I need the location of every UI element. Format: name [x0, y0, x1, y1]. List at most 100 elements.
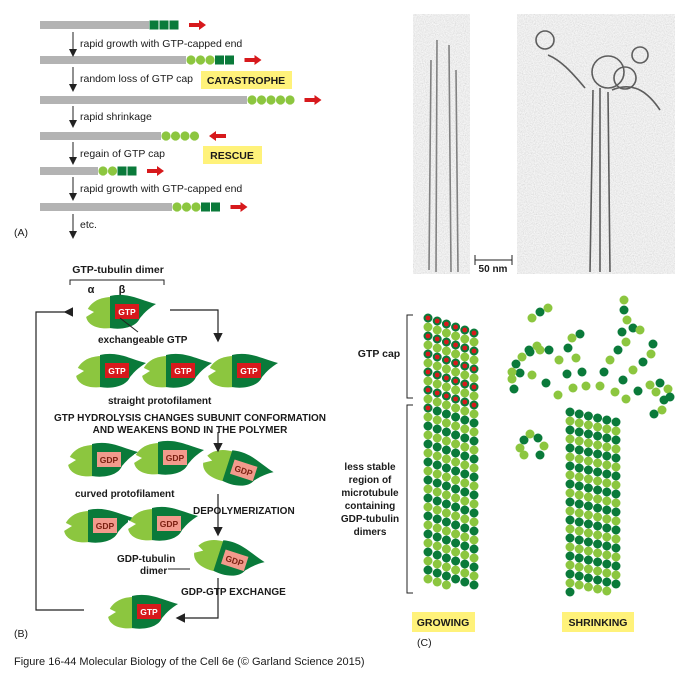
peeling-subunit — [569, 384, 578, 393]
tubulin-subunit — [460, 353, 469, 362]
gtp-cap-dot — [426, 406, 431, 411]
tubulin-subunit — [460, 407, 469, 416]
peeling-subunit — [647, 350, 656, 359]
tubulin-subunit — [612, 544, 621, 553]
tubulin-subunit — [451, 449, 460, 458]
tubulin-subunit — [433, 560, 442, 569]
step-growth-label: rapid growth with GTP-capped end — [80, 38, 242, 50]
gtp-cap-label: GTP cap — [358, 348, 400, 360]
tubulin-subunit — [602, 443, 611, 452]
tubulin-subunit — [470, 464, 479, 473]
tubulin-subunit — [470, 428, 479, 437]
free-subunit — [652, 388, 661, 397]
tubulin-subunit — [433, 497, 442, 506]
tubulin-subunit — [442, 383, 451, 392]
tubulin-subunit — [460, 335, 469, 344]
tubulin-subunit — [602, 578, 611, 587]
depolymerization-label: DEPOLYMERIZATION — [193, 506, 295, 517]
gtp-label: GTP — [140, 607, 158, 617]
tubulin-subunit — [460, 578, 469, 587]
tubulin-subunit — [602, 524, 611, 533]
straight-protofilament-label: straight protofilament — [108, 396, 212, 407]
tubulin-subunit — [470, 500, 479, 509]
tubulin-subunit — [470, 374, 479, 383]
tubulin-subunit — [451, 485, 460, 494]
tubulin-subunit — [602, 497, 611, 506]
gtp-cap-dot — [462, 382, 467, 387]
tubulin-subunit — [575, 536, 584, 545]
region-label-line3: microtubule — [341, 488, 399, 499]
growing-microtubule — [424, 314, 479, 590]
tubulin-subunit — [602, 425, 611, 434]
tubulin-subunit — [451, 503, 460, 512]
tubulin-subunit — [442, 536, 451, 545]
peeling-subunit — [619, 376, 628, 385]
growing-label: GROWING — [417, 617, 470, 629]
tubulin-subunit — [593, 549, 602, 558]
free-subunit — [526, 430, 535, 439]
tubulin-subunit — [460, 488, 469, 497]
peeling-subunit — [555, 356, 564, 365]
gtp-cap-dot — [435, 355, 440, 360]
gtp-label: GTP — [108, 366, 126, 376]
gdp-subunit — [171, 131, 180, 140]
tubulin-subunit — [433, 479, 442, 488]
shrinking-microtubule — [508, 296, 675, 597]
tubulin-subunit — [442, 491, 451, 500]
catastrophe-label: CATASTROPHE — [207, 75, 285, 87]
tubulin-subunit — [424, 539, 433, 548]
tubulin-subunit — [470, 563, 479, 572]
tubulin-subunit — [470, 491, 479, 500]
tubulin-subunit — [612, 571, 621, 580]
gtp-cap-dot — [426, 316, 431, 321]
tubulin-subunit — [575, 545, 584, 554]
tubulin-subunit — [593, 414, 602, 423]
tubulin-subunit — [584, 439, 593, 448]
tubulin-subunit — [566, 453, 575, 462]
gdp-subunit — [285, 95, 294, 104]
tubulin-subunit — [470, 455, 479, 464]
panel-c-label: (C) — [417, 637, 432, 649]
tubulin-subunit — [584, 493, 593, 502]
microtubule-lattice — [40, 21, 149, 29]
tubulin-subunit — [593, 468, 602, 477]
beta-label: β — [119, 284, 126, 296]
tubulin-subunit — [470, 518, 479, 527]
tubulin-subunit — [470, 536, 479, 545]
tubulin-subunit — [442, 527, 451, 536]
tubulin-subunit — [575, 473, 584, 482]
tubulin-dimer: GDP — [134, 441, 204, 475]
tubulin-subunit — [433, 434, 442, 443]
tubulin-subunit — [451, 458, 460, 467]
tubulin-subunit — [584, 529, 593, 538]
tubulin-subunit — [612, 526, 621, 535]
tubulin-dimer: GDP — [128, 507, 198, 541]
gtp-cap-dot — [426, 388, 431, 393]
figure-caption: Figure 16-44 Molecular Biology of the Ce… — [14, 656, 365, 668]
peeling-subunit — [606, 356, 615, 365]
tubulin-subunit — [424, 512, 433, 521]
tubulin-subunit — [433, 344, 442, 353]
tubulin-subunit — [602, 587, 611, 596]
tubulin-subunit — [470, 581, 479, 590]
tubulin-subunit — [451, 566, 460, 575]
tubulin-subunit — [602, 551, 611, 560]
gtp-cap-dot — [462, 328, 467, 333]
tubulin-subunit — [602, 488, 611, 497]
peeling-subunit — [576, 330, 585, 339]
hydrolysis-label-line1: GTP HYDROLYSIS CHANGES SUBUNIT CONFORMAT… — [54, 413, 326, 424]
gdp-subunit — [196, 55, 205, 64]
tubulin-subunit — [451, 350, 460, 359]
tubulin-subunit — [433, 578, 442, 587]
tubulin-subunit — [424, 359, 433, 368]
tubulin-subunit — [442, 365, 451, 374]
tubulin-subunit — [575, 572, 584, 581]
tubulin-subunit — [470, 437, 479, 446]
tubulin-subunit — [460, 551, 469, 560]
tubulin-subunit — [612, 499, 621, 508]
growth-direction-arrow — [305, 95, 322, 105]
free-subunit — [658, 406, 667, 415]
peeling-subunit — [564, 344, 573, 353]
tubulin-subunit — [460, 416, 469, 425]
tubulin-subunit — [460, 461, 469, 470]
